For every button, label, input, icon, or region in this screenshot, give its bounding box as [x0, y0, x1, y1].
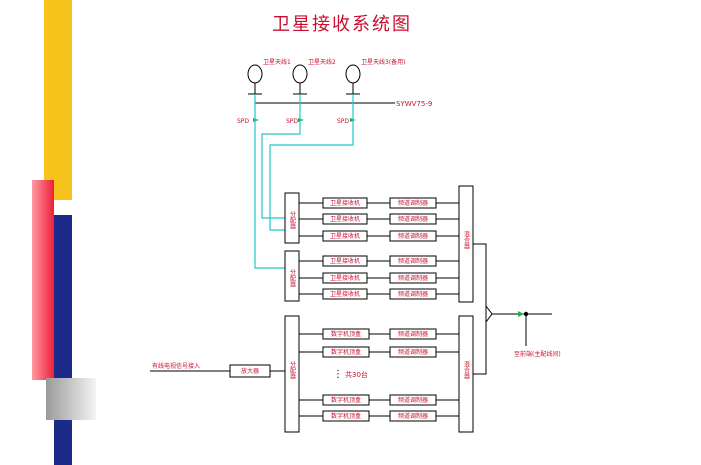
lower-row-2 [299, 346, 459, 358]
modulator-label-5: 频道调制器 [398, 274, 428, 282]
upper-row-2 [299, 213, 459, 225]
splitter-3 [284, 315, 300, 433]
modulator-label-1: 频道调制器 [398, 199, 428, 207]
cable-label: SYWV75-9 [396, 100, 432, 108]
spd-label-1: SPD [237, 118, 249, 125]
splitter-3-label: 分配器 [289, 360, 296, 380]
count-label: 共30台 [345, 370, 368, 379]
upper-row-4 [299, 255, 459, 267]
digital-receiver-label-2: 数字机顶盒 [331, 348, 361, 356]
lower-modulator-label-3: 频道调制器 [398, 396, 428, 404]
digital-receiver-label-4: 数字机顶盒 [331, 412, 361, 420]
mixer-2-label: 混合器 [463, 360, 470, 380]
dish-3-label: 卫星天线3(备用) [361, 58, 406, 66]
spd-label-3: SPD [337, 118, 349, 125]
receiver-label-5: 卫星接收机 [330, 274, 360, 282]
lower-row-4 [299, 410, 459, 422]
combiner [485, 304, 493, 324]
receiver-label-2: 卫星接收机 [330, 215, 360, 223]
upper-row-3 [299, 230, 459, 242]
receiver-label-6: 卫星接收机 [330, 290, 360, 298]
mixer-1-output [473, 243, 487, 310]
dish-1 [247, 64, 263, 95]
upper-row-1 [299, 197, 459, 209]
cable-input-label: 有线电视信号接入 [152, 362, 200, 370]
dish-2-label: 卫星天线2 [308, 58, 336, 66]
receiver-label-3: 卫星接收机 [330, 232, 360, 240]
lower-modulator-label-4: 频道调制器 [398, 412, 428, 420]
amplifier-label: 放大器 [241, 367, 259, 375]
digital-receiver-label-1: 数字机顶盒 [331, 330, 361, 338]
amplifier-box [229, 364, 271, 378]
mixer-1-label: 混合器 [463, 230, 470, 250]
lower-row-1 [299, 328, 459, 340]
band-red [32, 180, 54, 380]
dish-3 [345, 64, 361, 95]
digital-receiver-label-3: 数字机顶盒 [331, 396, 361, 404]
output-label: 至前端(主配线间) [514, 350, 561, 358]
modulator-label-2: 频道调制器 [398, 215, 428, 223]
band-gray [46, 378, 96, 420]
lower-row-3 [299, 394, 459, 406]
splitter-2-label: 分配器 [289, 268, 296, 288]
modulator-label-4: 频道调制器 [398, 257, 428, 265]
lower-modulator-label-1: 频道调制器 [398, 330, 428, 338]
upper-row-5 [299, 272, 459, 284]
dish-1-label: 卫星天线1 [263, 58, 291, 66]
dish-2 [292, 64, 308, 95]
feeder-dish-3 [269, 94, 354, 231]
spd-label-2: SPD [286, 118, 298, 125]
splitter-2 [284, 250, 300, 302]
splitter-1 [284, 192, 300, 244]
ellipsis: ⋮ [333, 369, 343, 380]
mixer-2-output [473, 318, 487, 375]
band-yellow [44, 0, 72, 200]
receiver-label-1: 卫星接收机 [330, 199, 360, 207]
upper-row-6 [299, 288, 459, 300]
modulator-label-3: 频道调制器 [398, 232, 428, 240]
feeder-dish-1 [254, 94, 285, 269]
diagram-title: 卫星接收系统图 [272, 14, 412, 35]
modulator-label-6: 频道调制器 [398, 290, 428, 298]
lower-modulator-label-2: 频道调制器 [398, 348, 428, 356]
receiver-label-4: 卫星接收机 [330, 257, 360, 265]
splitter-1-label: 分配器 [289, 210, 296, 230]
